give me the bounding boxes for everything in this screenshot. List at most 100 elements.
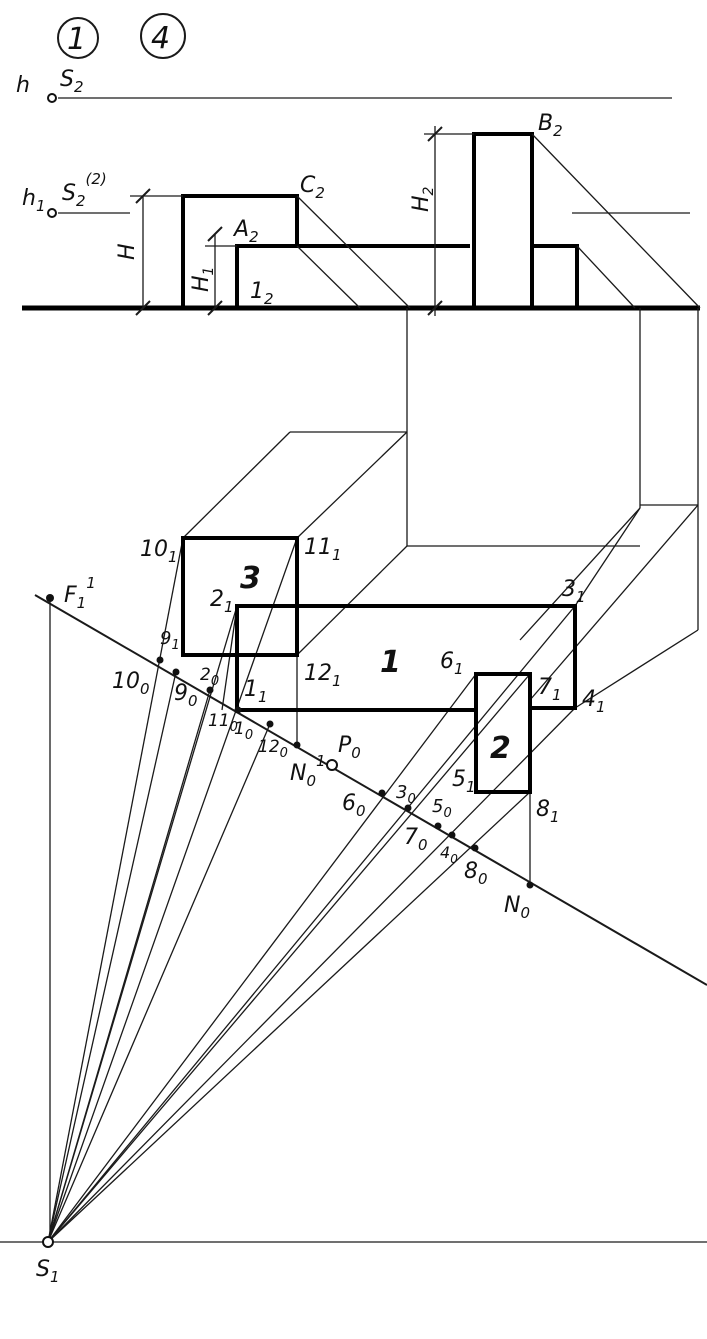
ray-s1-6-1 [47,673,477,1243]
ray-s1-9-0 [47,671,177,1243]
label-9-1: 91 [160,628,180,653]
ray-s1-8-1 [47,791,531,1243]
part-label-1: 1 [380,645,401,680]
edge-12-to-box [296,545,408,656]
label-1-2: 12 [250,279,274,308]
front-shadow-ray-a [296,245,361,309]
shadow-diag-3-1 [574,507,641,607]
circle-badge-1 [57,17,99,59]
top-edge-3-left [182,431,291,539]
point-1-0-dot [234,706,242,714]
label-n0-1: N01 [290,752,326,790]
shadow-diag-4-1 [574,629,699,709]
label-1-0: 10 [234,719,253,743]
label-a2: A2 [232,217,259,246]
s1-point-marker [42,1236,54,1248]
dim-h1-label: H1 [189,267,217,292]
s2-2-label: S2(2) [62,170,107,210]
block-1-outline [235,604,577,710]
label-f1: F11 [64,574,96,612]
s2-point-marker [47,93,57,103]
front-view: H H1 H2 C2 A2 B2 12 [22,111,701,316]
label-12-0: 120 [258,737,288,761]
dim-h-label: H [115,243,140,260]
f1-point [46,594,54,602]
ray-s1-4-1 [47,707,576,1243]
circle-badge-4 [140,13,186,59]
horizon-h1-label: h1 [22,186,46,215]
label-6-1: 61 [440,649,464,678]
point-n0-dot [526,881,534,889]
point-12-0-dot [266,720,274,728]
label-4-0: 40 [440,843,458,866]
base-point-labels: F11 91 100 90 20 110 10 120 N01 P0 60 30… [36,574,530,1286]
shadow-diag-far [529,504,699,701]
point-8-0-dot [471,844,479,852]
point-6-0-dot [378,789,386,797]
label-3-0: 30 [396,782,416,807]
dim-tick-marks [135,126,443,316]
point-2-0-dot [206,686,214,694]
ray-s1-10-1 [47,537,184,1243]
label-7-0: 70 [404,825,428,854]
front-shadow-ray-1 [576,245,636,309]
ray-s1-3-1 [47,605,576,1243]
label-7-1: 71 [538,675,562,704]
point-4-0-dot [448,831,456,839]
label-b2: B2 [538,111,563,140]
label-8-0: 80 [464,859,488,888]
circled-number-4: 4 [151,21,170,56]
label-9-0: 90 [174,681,198,710]
label-12-1: 121 [304,661,342,690]
front-shadow-ray-c [296,195,411,309]
label-2-0: 20 [200,665,219,689]
part-label-3: 3 [240,561,261,596]
label-2-1: 21 [210,587,234,616]
front-block-1-right [532,244,579,308]
part-label-2: 2 [490,731,511,766]
perspective-point-labels: 101 111 21 121 11 31 61 71 41 51 81 [140,535,606,826]
label-c2: C2 [300,173,325,202]
top-edge-3-right [296,431,408,539]
ray-s1-7-1 [47,673,531,1243]
point-9-0-dot [172,668,180,676]
label-s1: S1 [36,1257,60,1286]
front-block-b-outline [472,132,534,310]
s2-label: S2 [60,67,84,96]
label-6-0: 60 [342,791,366,820]
picture-base-line [34,594,707,986]
perspective-construction [34,308,707,1243]
header-circled-numbers: 1 4 [57,13,186,59]
label-1-1: 11 [244,677,268,706]
dim-h2-label: H2 [409,186,437,212]
label-5-1: 51 [452,767,476,796]
perspective-blocks [181,536,577,794]
s2-2-point-marker [47,208,57,218]
part-labels: 3 1 2 [240,561,511,766]
label-5-0: 50 [432,796,452,821]
label-8-1: 81 [536,797,560,826]
label-3-1: 31 [562,577,586,606]
label-p0: P0 [338,733,361,762]
circled-number-1: 1 [67,22,86,57]
point-n0-1-dot [293,741,301,749]
p0-marker [326,759,338,771]
horizon-lines: h S2 h1 S2(2) [0,67,707,1243]
label-11-0: 110 [208,711,238,735]
block-2-front-face [474,672,532,794]
label-11-1: 111 [304,535,342,564]
point-9-1-dot [156,656,164,664]
ray-s1-2-1 [47,605,238,1243]
point-3-0-dot [404,804,412,812]
front-shadow-ray-b [531,133,701,309]
label-10-1: 101 [140,537,178,566]
label-4-1: 41 [582,687,606,716]
label-n0: N0 [504,893,530,922]
label-10-0: 100 [112,669,150,698]
block-3-front-face [181,536,299,657]
front-block-a-outline [181,194,299,308]
two1-drop [221,605,238,711]
shadow-diag-inner [519,507,641,641]
horizon-h-label: h [16,73,30,98]
